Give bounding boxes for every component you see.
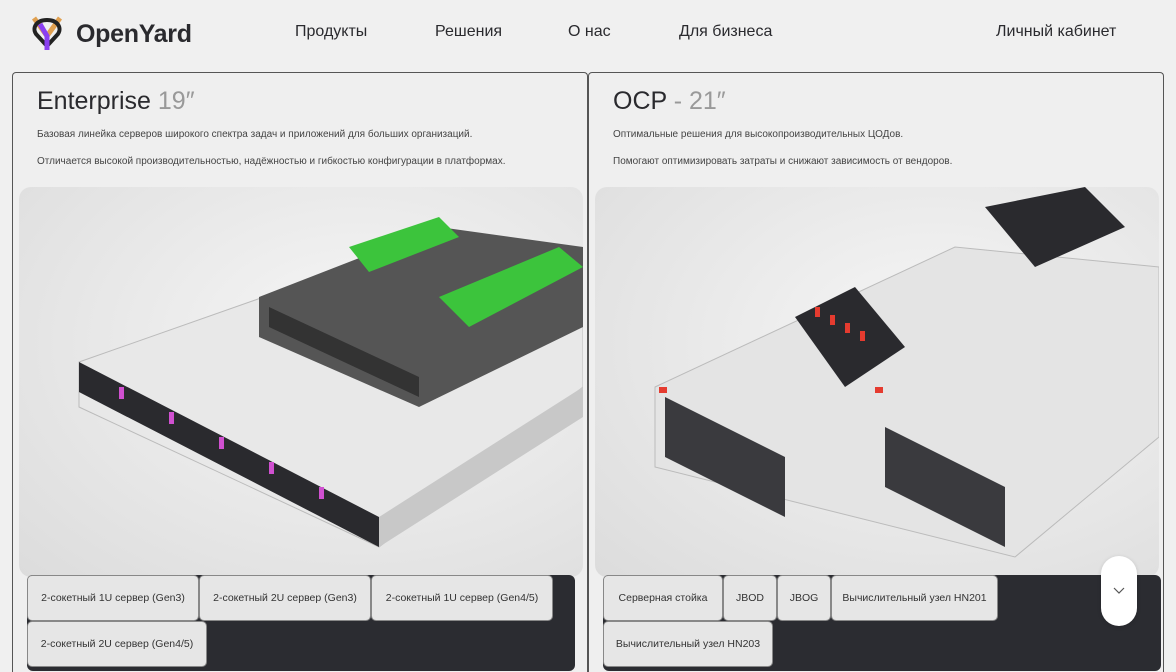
- nav-business[interactable]: Для бизнеса: [679, 23, 773, 40]
- enterprise-server-image: [19, 187, 583, 577]
- nav-about[interactable]: О нас: [568, 23, 611, 40]
- chevron-down-icon: [1113, 587, 1125, 594]
- tag-chip[interactable]: 2-сокетный 1U сервер (Gen4/5): [371, 575, 553, 621]
- card-title: OCP - 21″: [613, 87, 726, 115]
- nav-account[interactable]: Личный кабинет: [996, 23, 1117, 40]
- tag-chip[interactable]: 2-сокетный 1U сервер (Gen3): [27, 575, 199, 621]
- card-description-2: Отличается высокой производительностью, …: [37, 156, 506, 167]
- card-description-2: Помогают оптимизировать затраты и снижаю…: [613, 156, 953, 167]
- scroll-down-button[interactable]: [1101, 556, 1137, 626]
- logo[interactable]: OpenYard: [30, 16, 192, 52]
- enterprise-card[interactable]: Enterprise 19″ Базовая линейка серверов …: [12, 72, 588, 672]
- nav-solutions[interactable]: Решения: [435, 23, 503, 40]
- tag-chip[interactable]: Вычислительный узел HN203: [603, 621, 773, 667]
- openyard-logo-icon: [31, 16, 63, 50]
- ocp-card[interactable]: OCP - 21″ Оптимальные решения для высоко…: [588, 72, 1164, 672]
- enterprise-tags: 2-сокетный 1U сервер (Gen3) 2-сокетный 2…: [27, 575, 575, 671]
- card-title: Enterprise 19″: [37, 87, 195, 115]
- ocp-tags: Серверная стойка JBOD JBOG Вычислительны…: [603, 575, 1161, 671]
- card-description: Базовая линейка серверов широкого спектр…: [37, 129, 473, 140]
- tag-chip[interactable]: Вычислительный узел HN201: [831, 575, 998, 621]
- nav-products[interactable]: Продукты: [295, 23, 368, 40]
- tag-chip[interactable]: 2-сокетный 2U сервер (Gen4/5): [27, 621, 207, 667]
- tag-chip[interactable]: 2-сокетный 2U сервер (Gen3): [199, 575, 371, 621]
- card-description: Оптимальные решения для высокопроизводит…: [613, 129, 904, 140]
- ocp-server-image: [595, 187, 1159, 577]
- header: OpenYard Продукты Решения О нас Для бизн…: [0, 0, 1176, 72]
- tag-chip[interactable]: JBOD: [723, 575, 777, 621]
- brand-name: OpenYard: [76, 19, 192, 48]
- tag-chip[interactable]: Серверная стойка: [603, 575, 723, 621]
- tag-chip[interactable]: JBOG: [777, 575, 831, 621]
